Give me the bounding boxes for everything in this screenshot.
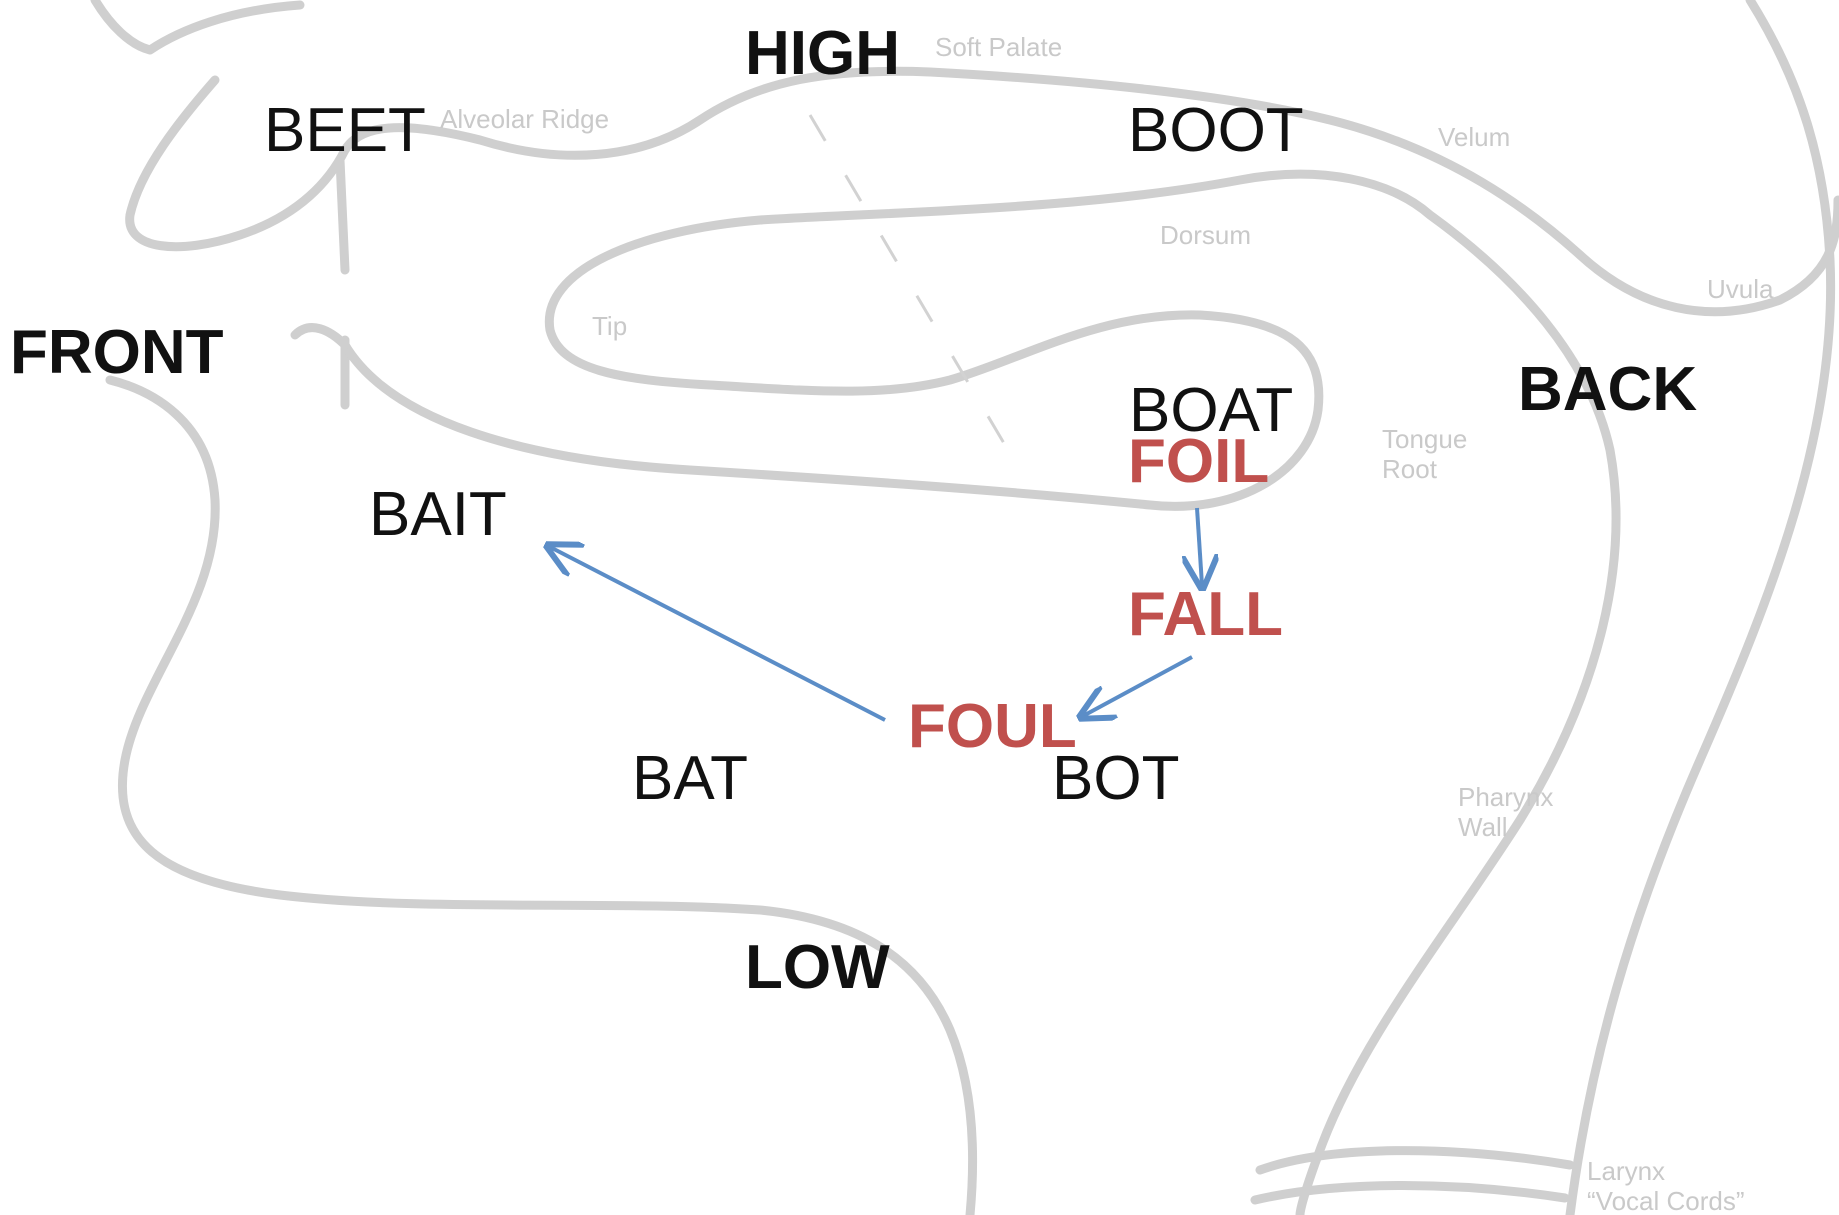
vowel-bait: BAIT <box>369 480 507 549</box>
shift-word-fall: FALL <box>1128 580 1283 649</box>
tongue-root-label-1: Tongue <box>1382 424 1467 454</box>
shift-word-foil: FOIL <box>1128 427 1269 496</box>
tongue-outline <box>340 169 1621 1215</box>
soft-palate-label: Soft Palate <box>935 32 1062 62</box>
vowel-words: BEET BOOT BOAT BAIT BAT BOT <box>264 96 1304 813</box>
shift-words: FOIL FALL FOUL <box>908 427 1283 761</box>
arrow-foul-to-bait <box>550 547 886 722</box>
uvula-label: Uvula <box>1707 274 1774 304</box>
arrow-fall-to-foul <box>1083 655 1193 716</box>
vowel-beet: BEET <box>264 96 426 165</box>
vocal-tract-outline <box>90 0 1839 1215</box>
alveolar-ridge-notch <box>335 155 350 275</box>
vowel-bat: BAT <box>632 744 748 813</box>
pharynx-wall-label-1: Pharynx <box>1458 782 1553 812</box>
alveolar-ridge-label: Alveolar Ridge <box>440 104 609 134</box>
back-label: BACK <box>1518 355 1697 424</box>
tip-label: Tip <box>592 311 627 341</box>
larynx-outline <box>1250 1146 1575 1205</box>
pharynx-back-outline <box>1565 0 1836 1215</box>
front-teeth-outline <box>290 323 350 350</box>
upper-lip-outline <box>90 0 305 55</box>
shift-arrows <box>550 507 1202 722</box>
high-label: HIGH <box>745 19 900 88</box>
velum-label: Velum <box>1438 122 1510 152</box>
larynx-label-2: “Vocal Cords” <box>1587 1186 1745 1215</box>
vowel-boat: BOAT <box>1129 376 1293 445</box>
axis-labels: HIGH LOW FRONT BACK <box>10 19 1697 1002</box>
palate-outline <box>125 66 1839 317</box>
tongue-root-label-2: Root <box>1382 454 1438 484</box>
low-label: LOW <box>745 933 890 1002</box>
vowel-bot: BOT <box>1052 744 1179 813</box>
vowel-boot: BOOT <box>1128 96 1304 165</box>
larynx-label-1: Larynx <box>1587 1156 1665 1186</box>
pharynx-wall-label-2: Wall <box>1458 812 1508 842</box>
jaw-outline <box>105 375 978 1215</box>
anatomy-labels: Soft Palate Alveolar Ridge Velum Dorsum … <box>440 32 1774 1215</box>
front-label: FRONT <box>10 318 224 387</box>
arrow-foil-to-fall <box>1197 507 1202 585</box>
shift-word-foul: FOUL <box>908 692 1077 761</box>
dorsum-label: Dorsum <box>1160 220 1251 250</box>
